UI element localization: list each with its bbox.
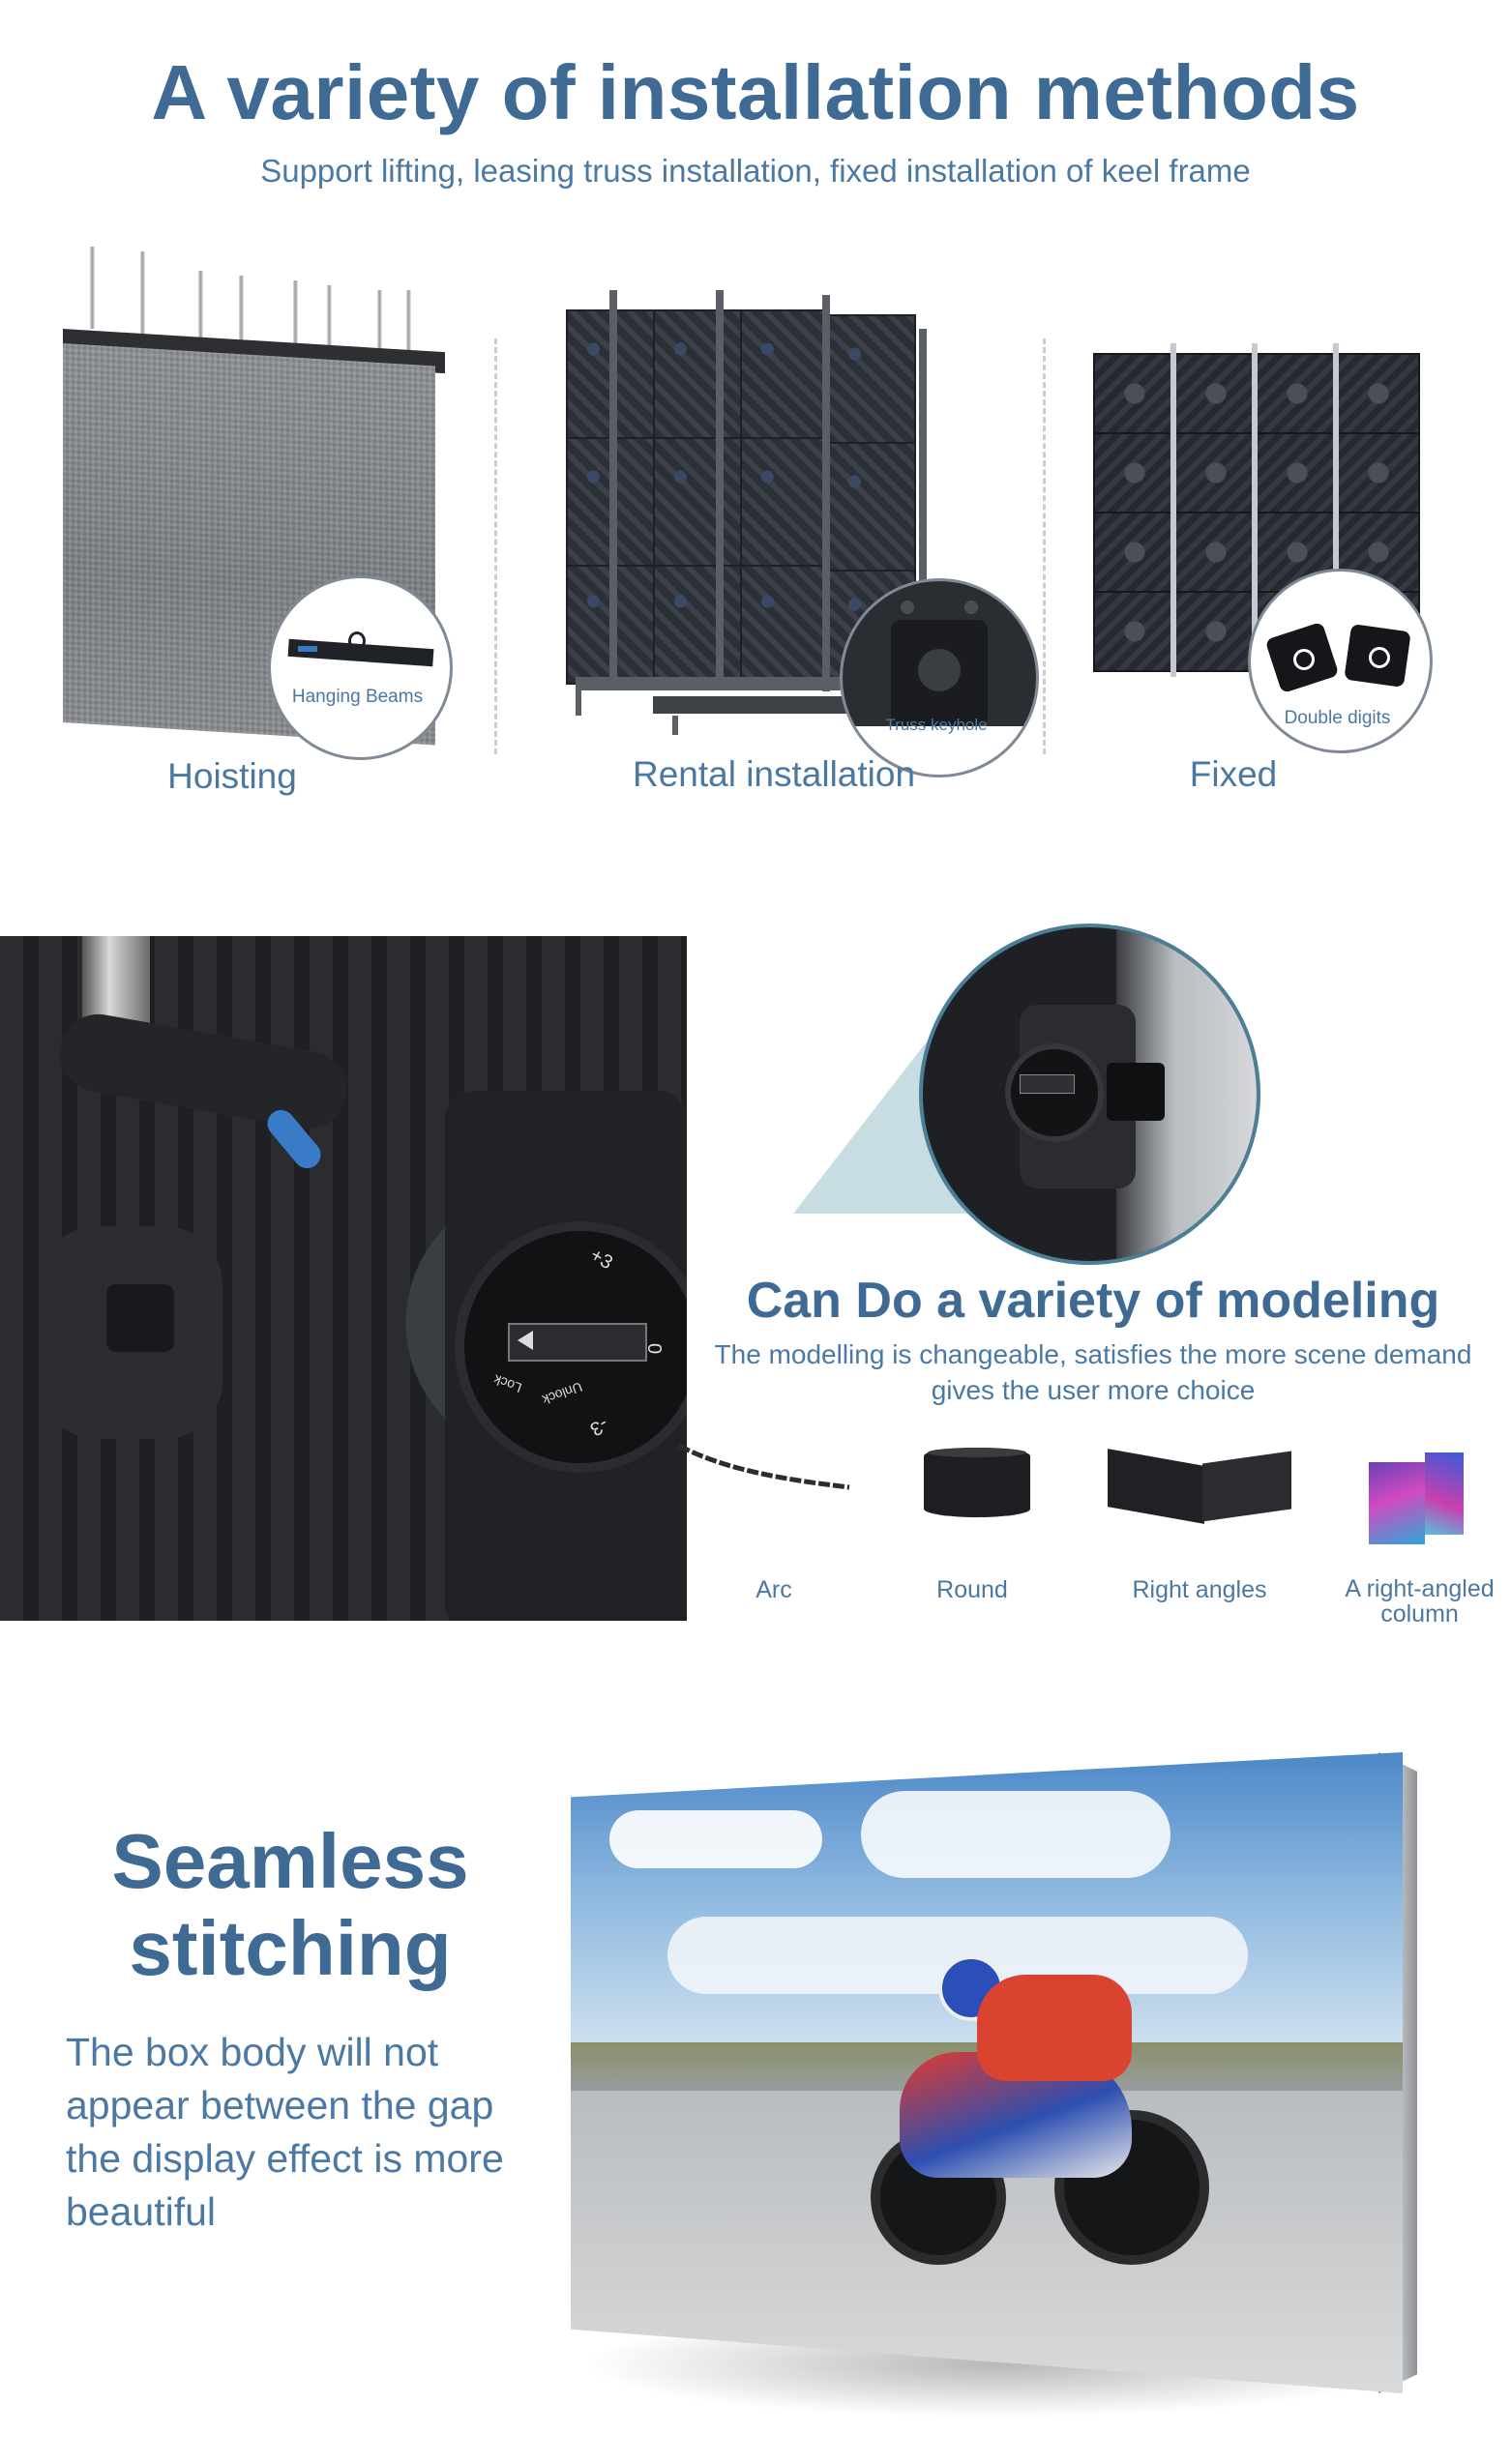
seamless-body: The box body will not appear between the… [66,2026,520,2239]
seamless-display-screen [571,1752,1403,2393]
double-digits-label: Double digits [1284,708,1391,728]
right-angled-column-image [1369,1452,1466,1549]
seamless-title-line1: Seamless [111,1818,469,1904]
hanging-beam-inset [268,575,453,760]
fixed-caption: Fixed [1189,754,1278,794]
arc-label: Arc [756,1576,792,1603]
hoisting-illustration: Hanging Beams [53,247,459,769]
lock-unlock-text: Unlock [540,1379,585,1408]
hanging-beams-label: Hanging Beams [291,687,424,707]
lock-mark-zero: 0 [643,1342,666,1355]
right-angles-label: Right angles [1132,1576,1267,1603]
right-angled-column-label: A right-angled column [1345,1575,1495,1628]
seamless-title-line2: stitching [129,1905,452,1991]
divider-1 [494,338,497,754]
lock-lock-text: Lock [491,1371,524,1396]
double-digits-inset [1248,569,1433,753]
seamless-title: Seamless stitching [68,1818,513,1992]
right-angles-shape-image [1108,1446,1291,1524]
lock-dial: +3 0 -3 Unlock Lock [455,1221,687,1473]
motorcycle-photo [861,1936,1209,2265]
seamless-body-line2: appear between the gap [66,2083,494,2127]
seamless-body-line3: the display effect is more [66,2136,504,2181]
modeling-subtitle-line2: gives the user more choice [931,1375,1256,1405]
modeling-title: Can Do a variety of modeling [746,1273,1440,1329]
lock-mark-minus: -3 [585,1412,612,1440]
lock-closeup-photo: +3 0 -3 Unlock Lock [0,936,687,1621]
round-shape-image [924,1448,1030,1517]
divider-2 [1043,338,1046,754]
rental-installation-caption: Rental installation [632,754,916,794]
modeling-subtitle: The modelling is changeable, satisfies t… [677,1336,1509,1408]
round-label: Round [936,1576,1008,1603]
hoisting-caption: Hoisting [167,756,297,796]
page-subtitle: Support lifting, leasing truss installat… [260,153,1251,189]
truss-keyhole-inset [840,578,1039,777]
arc-shape-image [677,1443,850,1490]
seamless-body-line1: The box body will not [66,2030,439,2074]
modeling-subtitle-line1: The modelling is changeable, satisfies t… [714,1339,1472,1369]
seamless-body-line4: beautiful [66,2189,217,2234]
page-title: A variety of installation methods [151,49,1360,135]
lock-zoom-inset [919,924,1260,1265]
lock-mark-plus: +3 [586,1244,617,1275]
truss-keyhole-label: Truss keyhole [885,716,988,734]
